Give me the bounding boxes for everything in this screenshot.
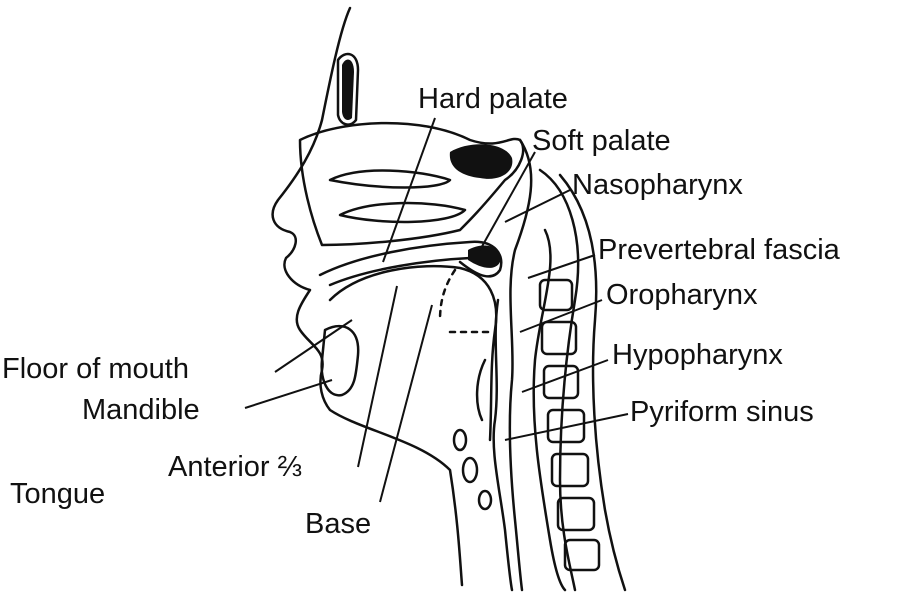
leader-anterior-two-thirds bbox=[358, 286, 397, 467]
tongue-dorsum-dashed bbox=[440, 270, 455, 320]
label-mandible: Mandible bbox=[82, 396, 200, 425]
label-floor-of-mouth: Floor of mouth bbox=[2, 355, 189, 384]
label-anterior-two-thirds: Anterior ⅔ bbox=[168, 453, 302, 482]
label-tongue: Tongue bbox=[10, 480, 105, 509]
vertebra-c6 bbox=[552, 454, 588, 486]
label-soft-palate: Soft palate bbox=[532, 127, 671, 156]
leader-prevertebral-fascia bbox=[528, 255, 595, 278]
leader-hard-palate bbox=[383, 118, 435, 262]
label-pyriform-sinus: Pyriform sinus bbox=[630, 398, 814, 427]
label-nasopharynx: Nasopharynx bbox=[572, 171, 743, 200]
label-hard-palate: Hard palate bbox=[418, 85, 568, 114]
hyoid-bone bbox=[454, 430, 466, 450]
sphenoid-sinus-fill bbox=[450, 144, 513, 179]
tongue-outline bbox=[330, 266, 496, 440]
epiglottis bbox=[477, 360, 485, 420]
leader-base bbox=[380, 305, 432, 502]
leader-floor-of-mouth bbox=[275, 320, 352, 372]
cricoid-cartilage bbox=[479, 491, 491, 509]
leader-nasopharynx bbox=[505, 190, 570, 222]
pharynx-posterior-wall bbox=[510, 140, 531, 590]
leader-pyriform-sinus bbox=[505, 414, 628, 440]
nasal-turbinate-1 bbox=[330, 171, 450, 188]
vertebra-c5 bbox=[548, 410, 584, 442]
label-oropharynx: Oropharynx bbox=[606, 281, 758, 310]
thyroid-cartilage bbox=[463, 458, 477, 482]
label-hypopharynx: Hypopharynx bbox=[612, 341, 783, 370]
frontal-sinus-fill bbox=[342, 60, 354, 120]
label-prevertebral-fascia: Prevertebral fascia bbox=[598, 236, 840, 265]
leader-oropharynx bbox=[520, 300, 602, 332]
leader-mandible bbox=[245, 380, 332, 408]
label-base: Base bbox=[305, 510, 371, 539]
